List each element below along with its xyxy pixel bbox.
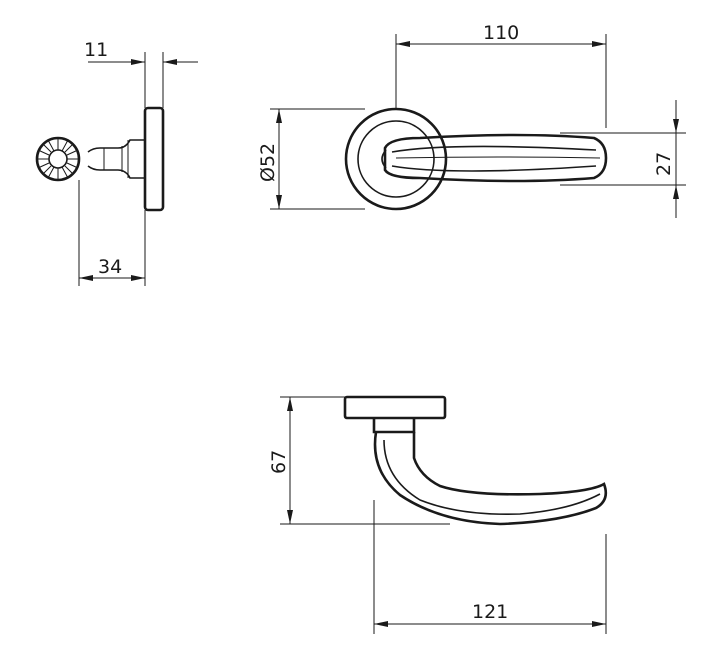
- elev-rose-plate: [343, 395, 447, 420]
- dim-label-27: 27: [653, 152, 675, 176]
- dim-label-121: 121: [472, 601, 508, 623]
- front-view: Ø52 110 27: [257, 22, 686, 218]
- front-lever: [383, 133, 608, 183]
- elev-neck: [372, 418, 416, 434]
- dim-label-67: 67: [268, 450, 290, 474]
- dim-label-11: 11: [84, 39, 108, 61]
- dim-label-110: 110: [483, 22, 519, 44]
- elevation-view: 67 121: [268, 395, 608, 634]
- side-rose-plate: [143, 106, 165, 212]
- dim-lever-length-side: 121: [373, 500, 607, 634]
- dim-projection: 34: [78, 180, 146, 286]
- front-rose-outer: [344, 107, 448, 211]
- dim-label-d52: Ø52: [257, 143, 279, 182]
- side-neck: [87, 139, 145, 179]
- dim-lever-length-top: 110: [395, 22, 607, 128]
- dim-rose-diameter: Ø52: [257, 108, 365, 210]
- dim-label-34: 34: [98, 256, 122, 278]
- front-rose-inner: [357, 120, 435, 198]
- side-view: 11 34: [35, 39, 198, 286]
- dim-rose-thickness: 11: [84, 39, 198, 108]
- side-knob: [35, 136, 81, 182]
- dim-height: 67: [268, 396, 450, 525]
- elev-lever: [373, 431, 608, 526]
- dim-lever-width: 27: [560, 100, 686, 218]
